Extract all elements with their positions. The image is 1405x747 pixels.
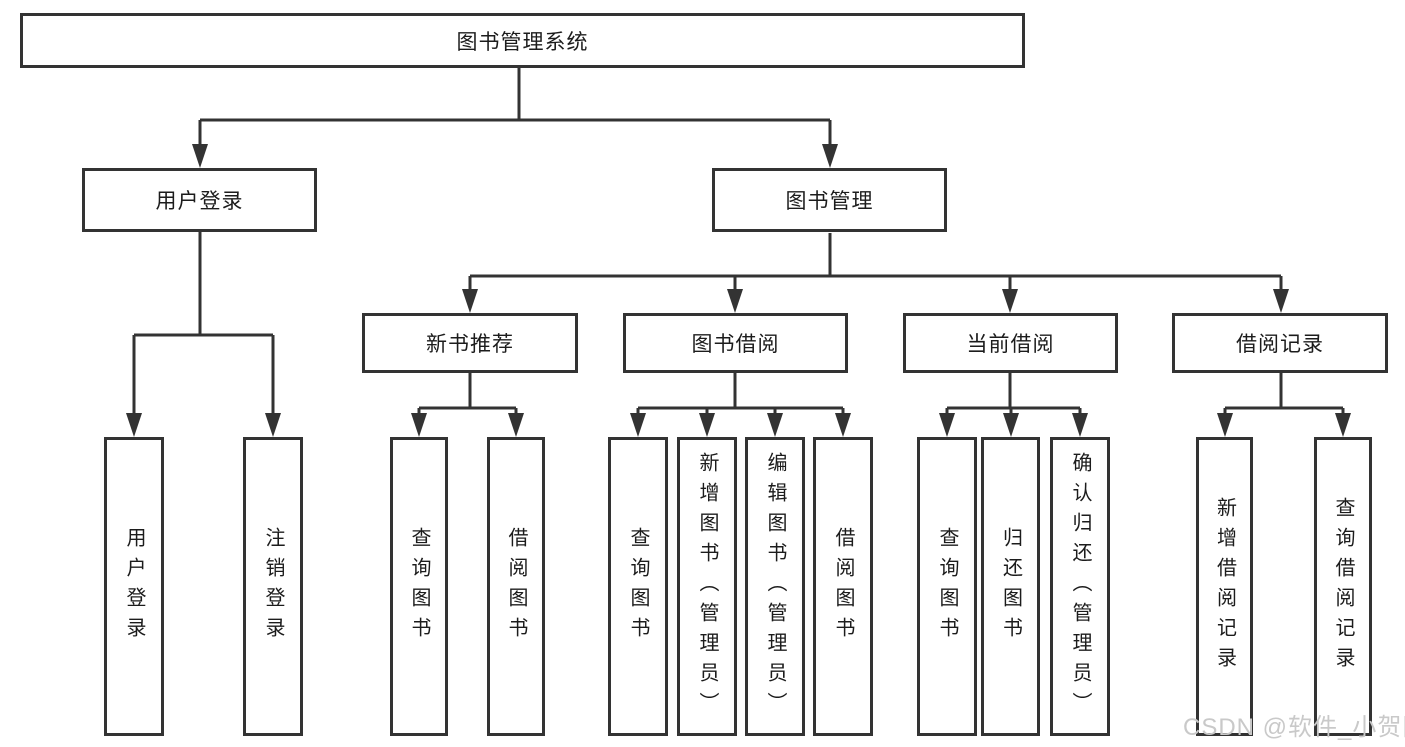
leaf-user-login-label: 用户登录 (123, 526, 145, 647)
node-user-login-label: 用户登录 (155, 190, 244, 213)
leaf-logout-label: 注销登录 (262, 526, 284, 647)
leaf-rec-borrow-books: 借阅图书 (487, 437, 545, 736)
node-current-borrow-label: 当前借阅 (966, 333, 1055, 356)
leaf-rec-query-books-label: 查询图书 (408, 526, 430, 647)
node-borrow-records-label: 借阅记录 (1236, 333, 1324, 356)
node-current-borrow: 当前借阅 (903, 313, 1118, 373)
leaf-bb-edit-books-admin-label: 编辑图书（管理员） (764, 451, 786, 722)
leaf-cb-confirm-return-admin-label: 确认归还（管理员） (1069, 451, 1091, 722)
leaf-rec-borrow-books-label: 借阅图书 (505, 526, 527, 647)
connector-borrow-records-to-leaves (1217, 373, 1351, 437)
leaf-br-query-record-label: 查询借阅记录 (1332, 496, 1354, 677)
node-book-borrow: 图书借阅 (623, 313, 848, 373)
node-new-book-rec: 新书推荐 (362, 313, 578, 373)
leaf-user-login: 用户登录 (104, 437, 164, 736)
leaf-br-query-record: 查询借阅记录 (1314, 437, 1372, 736)
connector-new-book-rec-to-leaves (411, 373, 524, 437)
node-book-borrow-label: 图书借阅 (691, 333, 780, 356)
csdn-watermark: CSDN @软件_小贺同学 (1183, 714, 1405, 741)
node-book-mgmt: 图书管理 (712, 168, 947, 232)
connector-current-borrow-to-leaves (939, 373, 1088, 437)
leaf-logout: 注销登录 (243, 437, 303, 736)
node-root-label: 图书管理系统 (456, 30, 589, 54)
leaf-bb-edit-books-admin: 编辑图书（管理员） (745, 437, 805, 736)
leaf-br-add-record-label: 新增借阅记录 (1213, 496, 1236, 677)
leaf-bb-add-books-admin: 新增图书（管理员） (677, 437, 737, 736)
node-new-book-rec-label: 新书推荐 (426, 333, 514, 356)
leaf-cb-query-books-label: 查询图书 (936, 526, 958, 647)
node-borrow-records: 借阅记录 (1172, 313, 1388, 373)
leaf-bb-query-books: 查询图书 (608, 437, 668, 736)
node-book-mgmt-label: 图书管理 (785, 190, 874, 213)
leaf-cb-confirm-return-admin: 确认归还（管理员） (1050, 437, 1110, 736)
leaf-cb-return-books: 归还图书 (981, 437, 1040, 736)
leaf-bb-borrow-books-label: 借阅图书 (832, 526, 854, 647)
connector-user-login-to-leaves (126, 232, 281, 437)
leaf-br-add-record: 新增借阅记录 (1196, 437, 1253, 736)
leaf-bb-add-books-admin-label: 新增图书（管理员） (696, 451, 718, 722)
node-user-login: 用户登录 (82, 168, 317, 232)
leaf-bb-query-books-label: 查询图书 (627, 526, 649, 647)
leaf-bb-borrow-books: 借阅图书 (813, 437, 873, 736)
leaf-cb-return-books-label: 归还图书 (999, 526, 1022, 647)
leaf-rec-query-books: 查询图书 (390, 437, 448, 736)
leaf-cb-query-books: 查询图书 (917, 437, 977, 736)
connector-root-to-level2 (192, 68, 838, 168)
node-root: 图书管理系统 (20, 13, 1025, 68)
connector-book-borrow-to-leaves (630, 373, 851, 437)
connector-book-mgmt-to-level3 (462, 233, 1289, 313)
